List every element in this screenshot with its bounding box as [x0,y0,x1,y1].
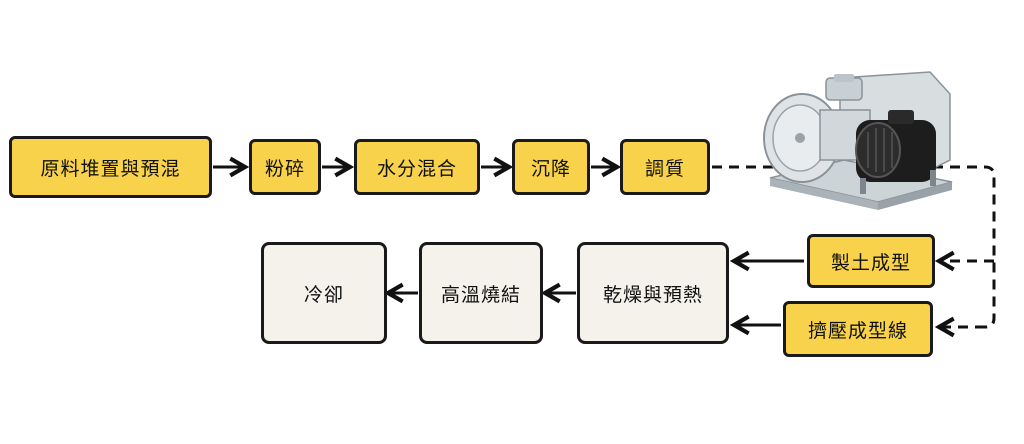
node-cooling: 冷卻 [261,242,387,344]
node-raw-material: 原料堆置與預混 [9,136,212,198]
node-clay-forming: 製土成型 [807,234,935,288]
node-crushing: 粉碎 [249,139,321,195]
node-water-mixing: 水分混合 [354,139,480,195]
node-conditioning: 調質 [620,139,710,195]
node-drying-preheat: 乾燥與預熱 [577,242,729,344]
vacuum-extruder-machine-icon [763,71,953,210]
node-firing: 高溫燒結 [419,242,543,344]
dashed-conditioning-to-forming [712,165,996,329]
node-extrusion-line: 擠壓成型線 [783,301,933,357]
node-settling: 沉降 [512,139,590,195]
